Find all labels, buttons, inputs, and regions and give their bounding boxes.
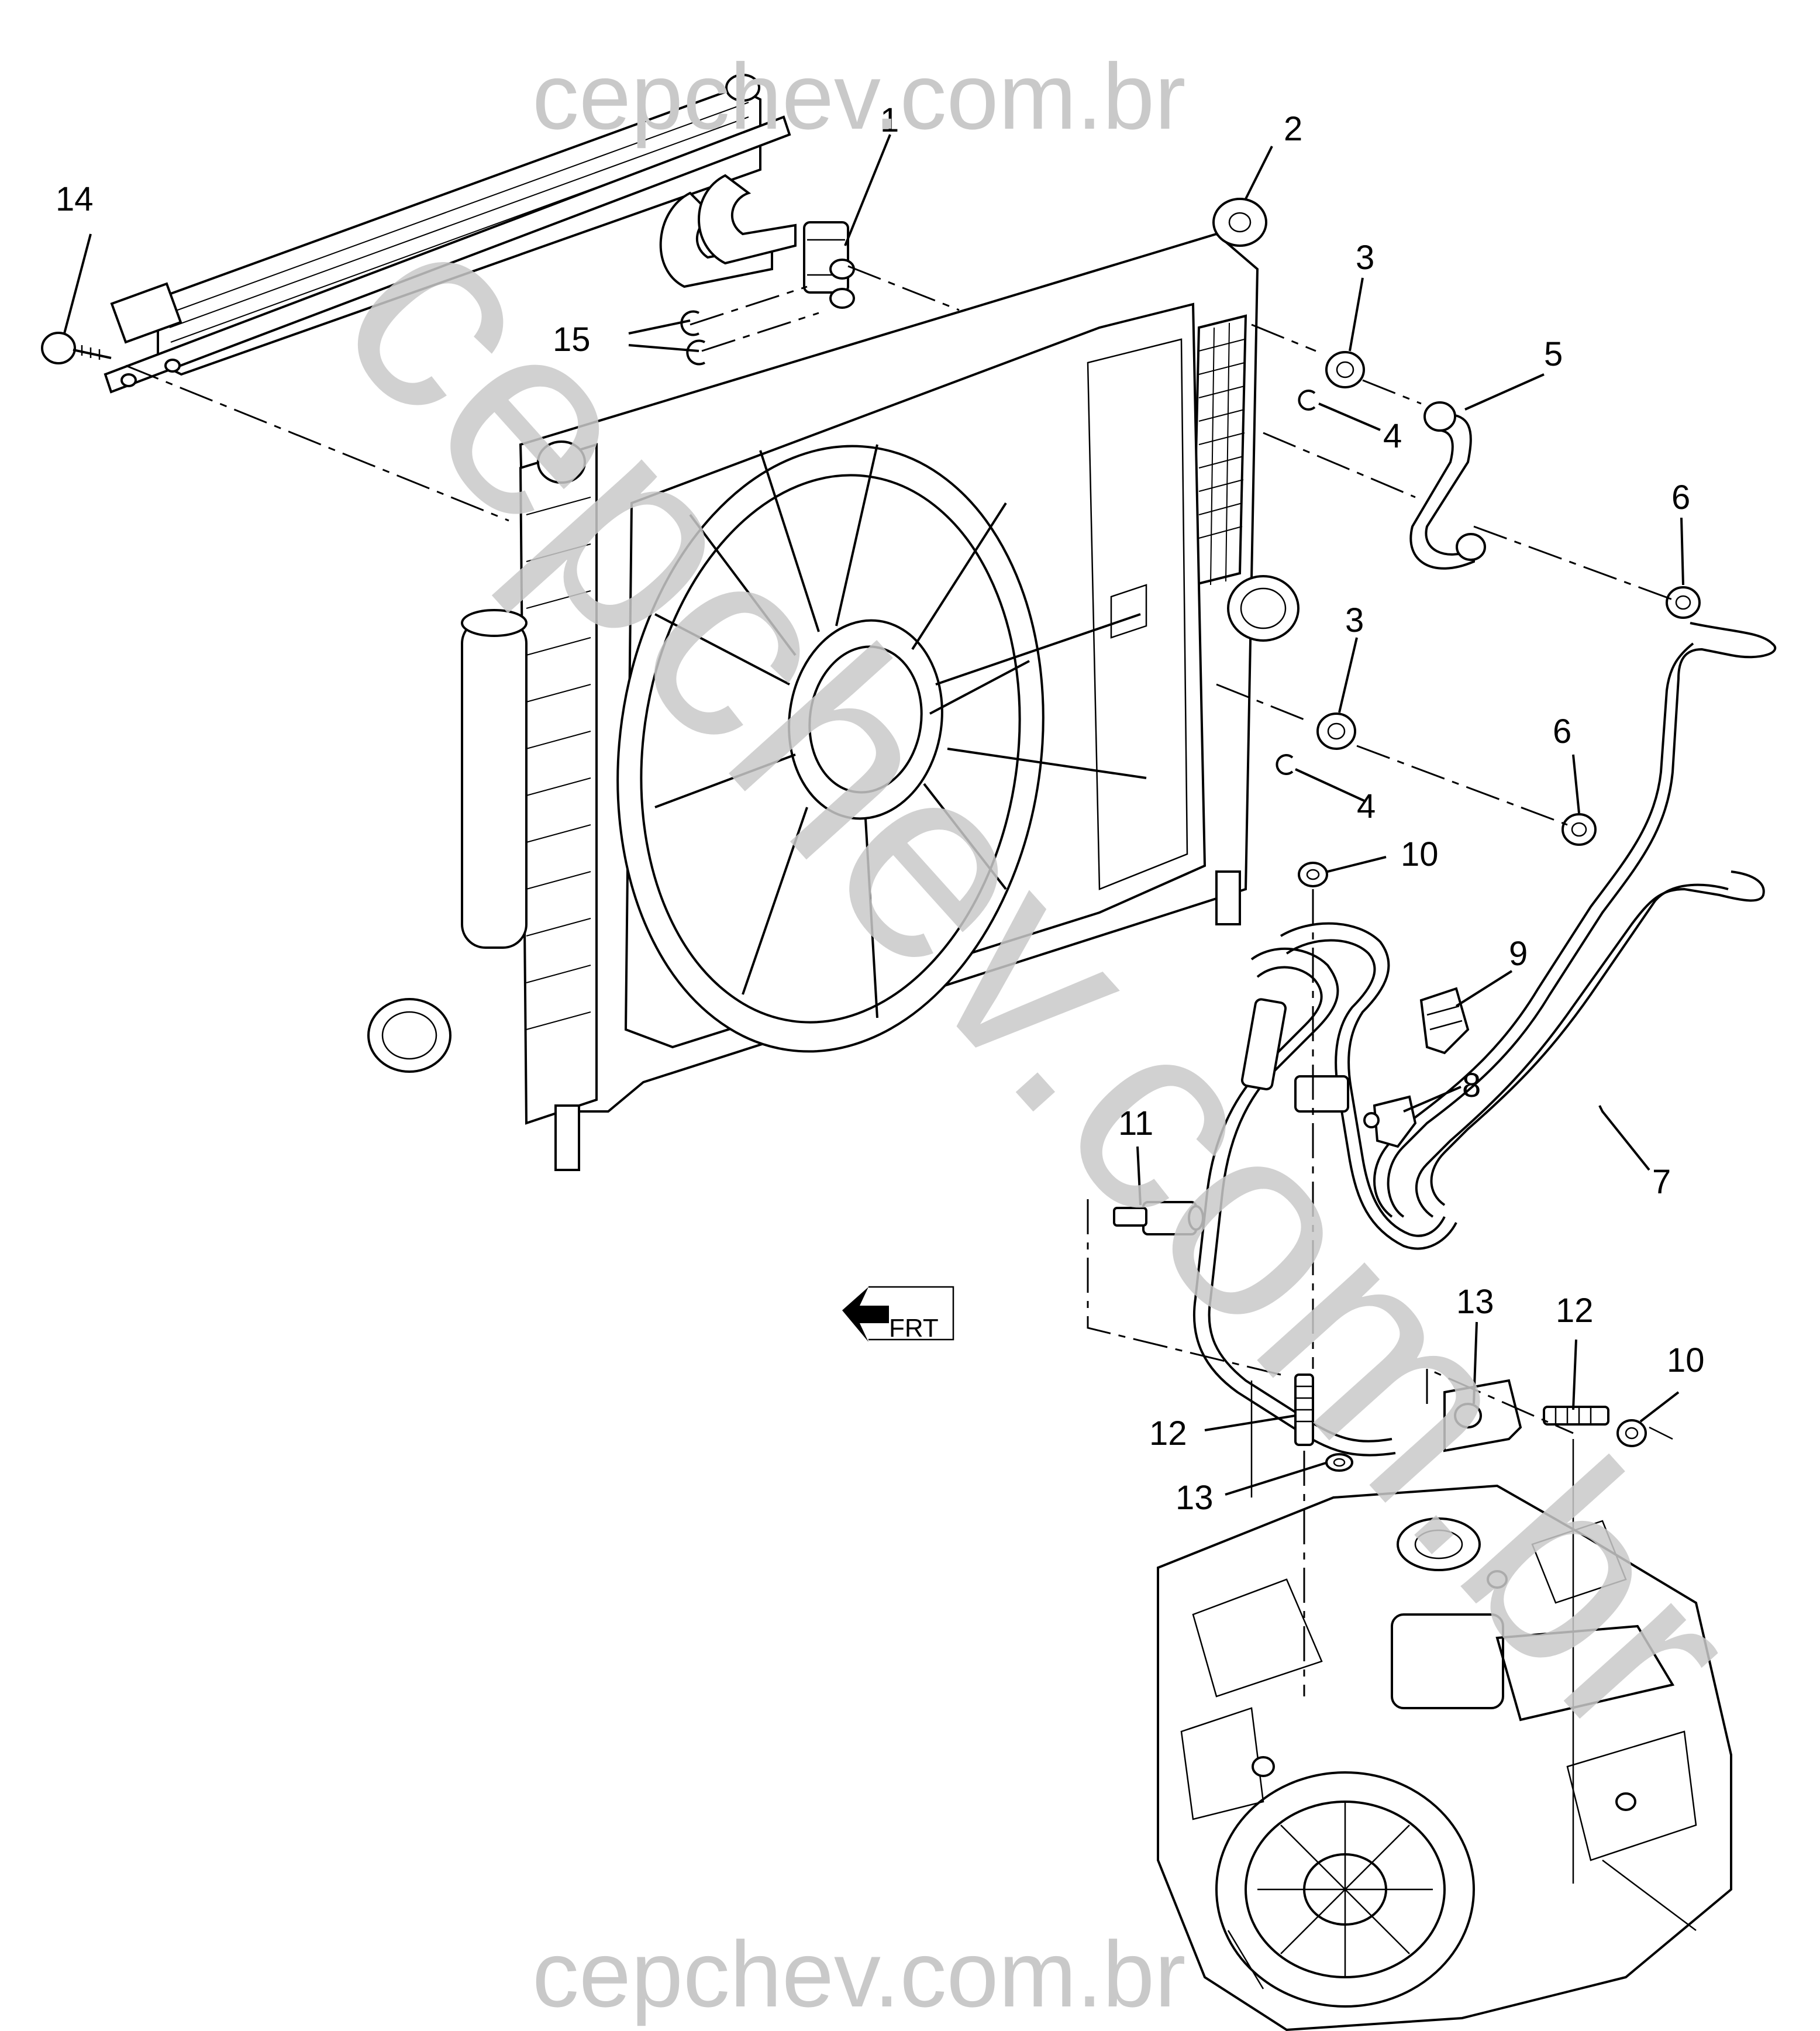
watermark-top: cepchev.com.br bbox=[532, 44, 1186, 149]
cooler-hose bbox=[659, 174, 855, 309]
fittings-upper bbox=[1298, 351, 1701, 619]
clip-9 bbox=[1419, 987, 1470, 1055]
callout-13-right: 13 bbox=[1456, 1283, 1494, 1321]
callout-15: 15 bbox=[553, 321, 591, 359]
transmission-oil-cooler bbox=[104, 74, 791, 394]
callout-7: 7 bbox=[1652, 1163, 1671, 1201]
fittings-lower bbox=[1276, 712, 1597, 846]
callout-6-upper: 6 bbox=[1671, 479, 1690, 517]
callout-4-upper: 4 bbox=[1383, 417, 1402, 455]
callout-10-upper: 10 bbox=[1401, 835, 1439, 873]
callout-8: 8 bbox=[1462, 1066, 1481, 1104]
lower-fittings bbox=[1294, 1373, 1647, 1472]
watermark-bottom: cepchev.com.br bbox=[532, 1922, 1186, 2026]
front-direction-marker: FRT bbox=[842, 1286, 954, 1342]
callout-12-left: 12 bbox=[1149, 1414, 1187, 1452]
leader-lines bbox=[63, 134, 1684, 1496]
callout-12-right: 12 bbox=[1556, 1292, 1594, 1330]
sensor-11 bbox=[1113, 1201, 1204, 1235]
callout-1: 1 bbox=[880, 101, 899, 139]
callout-10-lower: 10 bbox=[1667, 1341, 1705, 1379]
clip-8 bbox=[1363, 1095, 1417, 1148]
callout-6-lower: 6 bbox=[1553, 712, 1571, 751]
cooler-pipe-short bbox=[1409, 401, 1486, 570]
bolt bbox=[41, 332, 112, 364]
callout-2: 2 bbox=[1284, 110, 1302, 148]
callout-9: 9 bbox=[1509, 935, 1528, 973]
callout-14: 14 bbox=[56, 180, 94, 218]
frt-label: FRT bbox=[889, 1314, 939, 1342]
nut-10-upper bbox=[1298, 862, 1328, 887]
callout-3-upper: 3 bbox=[1356, 239, 1374, 277]
transmission-assembly bbox=[1157, 1484, 1732, 2031]
callout-numbers: 1 2 3 4 5 6 3 4 6 10 9 8 7 11 14 15 13 1… bbox=[56, 101, 1705, 1517]
alignment-lines bbox=[125, 265, 1673, 1884]
callout-3-lower: 3 bbox=[1345, 601, 1364, 639]
callout-13-left: 13 bbox=[1176, 1479, 1214, 1517]
cooler-lines bbox=[1192, 622, 1777, 1457]
callout-5: 5 bbox=[1544, 335, 1563, 373]
callout-11: 11 bbox=[1118, 1104, 1153, 1142]
cooling-fan-shroud bbox=[616, 302, 1207, 1053]
callout-4-lower: 4 bbox=[1357, 787, 1376, 825]
